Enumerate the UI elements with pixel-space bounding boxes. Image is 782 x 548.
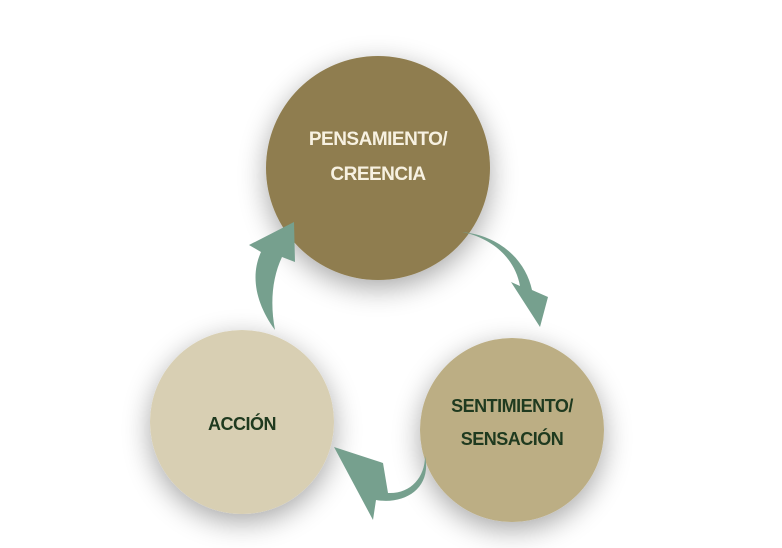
arrow-sentimiento-to-accion bbox=[334, 447, 427, 520]
pensamiento-label-line2: CREENCIA bbox=[330, 164, 426, 185]
sentimiento-label-line2: SENSACIÓN bbox=[461, 428, 564, 449]
arrow-pensamiento-to-sentimiento bbox=[462, 232, 548, 327]
node-accion: ACCIÓN bbox=[150, 330, 334, 514]
node-sentimiento: SENTIMIENTO/ SENSACIÓN bbox=[420, 338, 604, 522]
pensamiento-circle bbox=[266, 56, 490, 280]
arrow-accion-to-pensamiento bbox=[249, 222, 295, 330]
accion-label: ACCIÓN bbox=[208, 413, 276, 434]
pensamiento-label-line1: PENSAMIENTO/ bbox=[309, 129, 449, 150]
node-pensamiento: PENSAMIENTO/ CREENCIA bbox=[266, 56, 490, 280]
accion-circle bbox=[150, 330, 334, 514]
sentimiento-circle bbox=[420, 338, 604, 522]
sentimiento-label-line1: SENTIMIENTO/ bbox=[451, 396, 573, 416]
